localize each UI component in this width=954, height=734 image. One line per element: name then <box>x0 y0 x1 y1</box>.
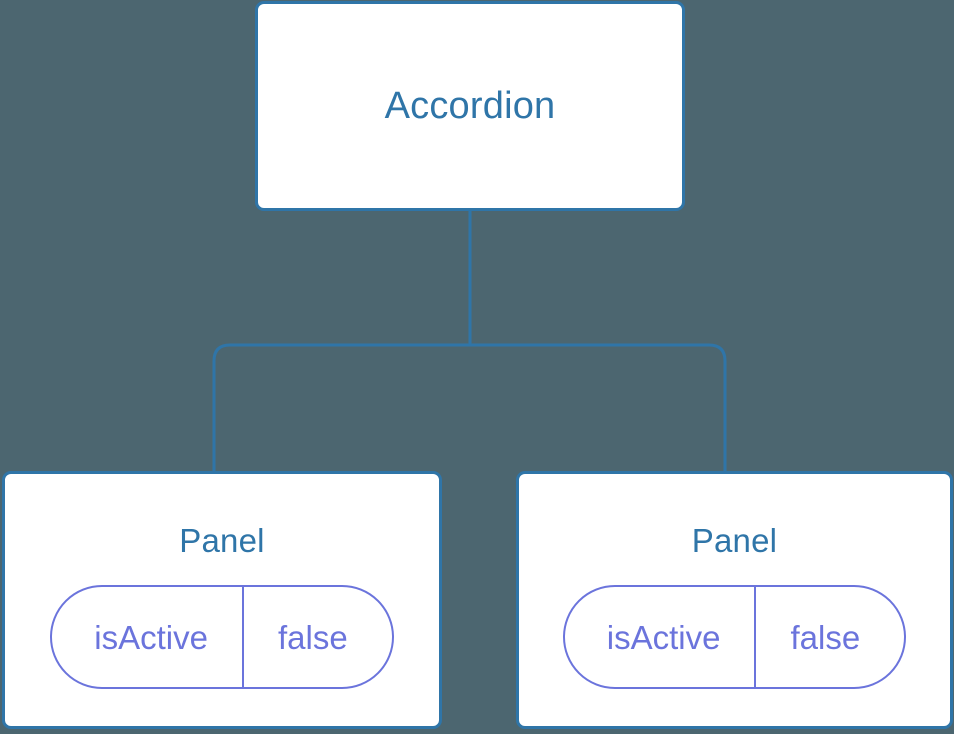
node-panel-1-state-key: isActive <box>565 587 757 687</box>
node-panel-0-state-value: false <box>277 618 348 656</box>
node-panel-1-state-value: false <box>790 618 861 656</box>
node-accordion-title: Accordion <box>384 85 556 127</box>
edge-root-to-panel-1 <box>470 343 727 473</box>
node-panel-0-state-pill[interactable]: isActive false <box>50 585 394 689</box>
node-panel-1[interactable]: Panel isActive false <box>516 471 953 729</box>
node-panel-0-state-key: isActive <box>52 587 244 687</box>
node-panel-0-title: Panel <box>179 522 265 559</box>
node-panel-1-state-pill[interactable]: isActive false <box>562 585 907 689</box>
node-panel-1-title: Panel <box>691 522 778 559</box>
edge-root-to-panel-0 <box>212 343 470 473</box>
node-panel-0[interactable]: Panel isActive false <box>2 471 442 729</box>
node-accordion[interactable]: Accordion <box>255 1 685 211</box>
